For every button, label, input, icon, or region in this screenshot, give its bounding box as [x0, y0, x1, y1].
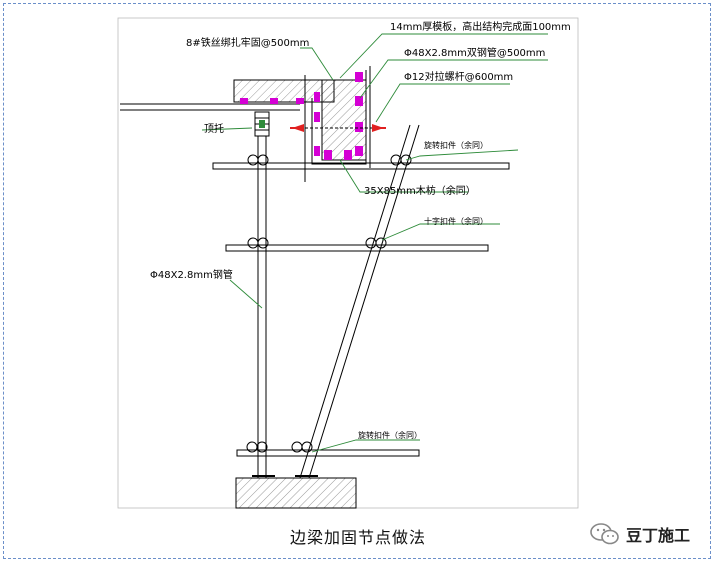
label-pipe: Φ48X2.8mm钢管 [150, 268, 233, 281]
brand-name: 豆丁施工 [626, 526, 691, 545]
label-swivel-top: 旋转扣件（余同） [424, 140, 488, 150]
drawing-frame [3, 3, 711, 559]
horizontal-ledgers [212, 162, 510, 457]
wechat-icon [590, 523, 619, 545]
leader-lines [201, 33, 548, 453]
label-form: 14mm厚模板，高出结构完成面100mm [390, 20, 571, 33]
label-cross: 十字扣件（余同） [424, 216, 488, 226]
diagonal-brace [299, 124, 420, 479]
base-slab [235, 475, 357, 509]
label-timber: 35X85mm木枋（余同） [364, 184, 476, 197]
jack-support [254, 111, 270, 137]
label-pipe-500: Φ48X2.8mm双钢管@500mm [404, 46, 545, 59]
label-jack: 顶托 [204, 122, 224, 135]
edge-beam [240, 66, 386, 182]
floor-slab [120, 79, 335, 111]
vertical-pole [257, 136, 267, 478]
label-bolt: Φ12对拉螺杆@600mm [404, 70, 513, 83]
brand: 豆丁施工 [590, 522, 690, 546]
label-tie-wire: 8#铁丝绑扎牢固@500mm [186, 36, 309, 49]
label-swivel-bottom: 旋转扣件（余同） [358, 430, 422, 440]
couplers [246, 154, 412, 453]
caption: 边梁加固节点做法 [289, 528, 426, 547]
